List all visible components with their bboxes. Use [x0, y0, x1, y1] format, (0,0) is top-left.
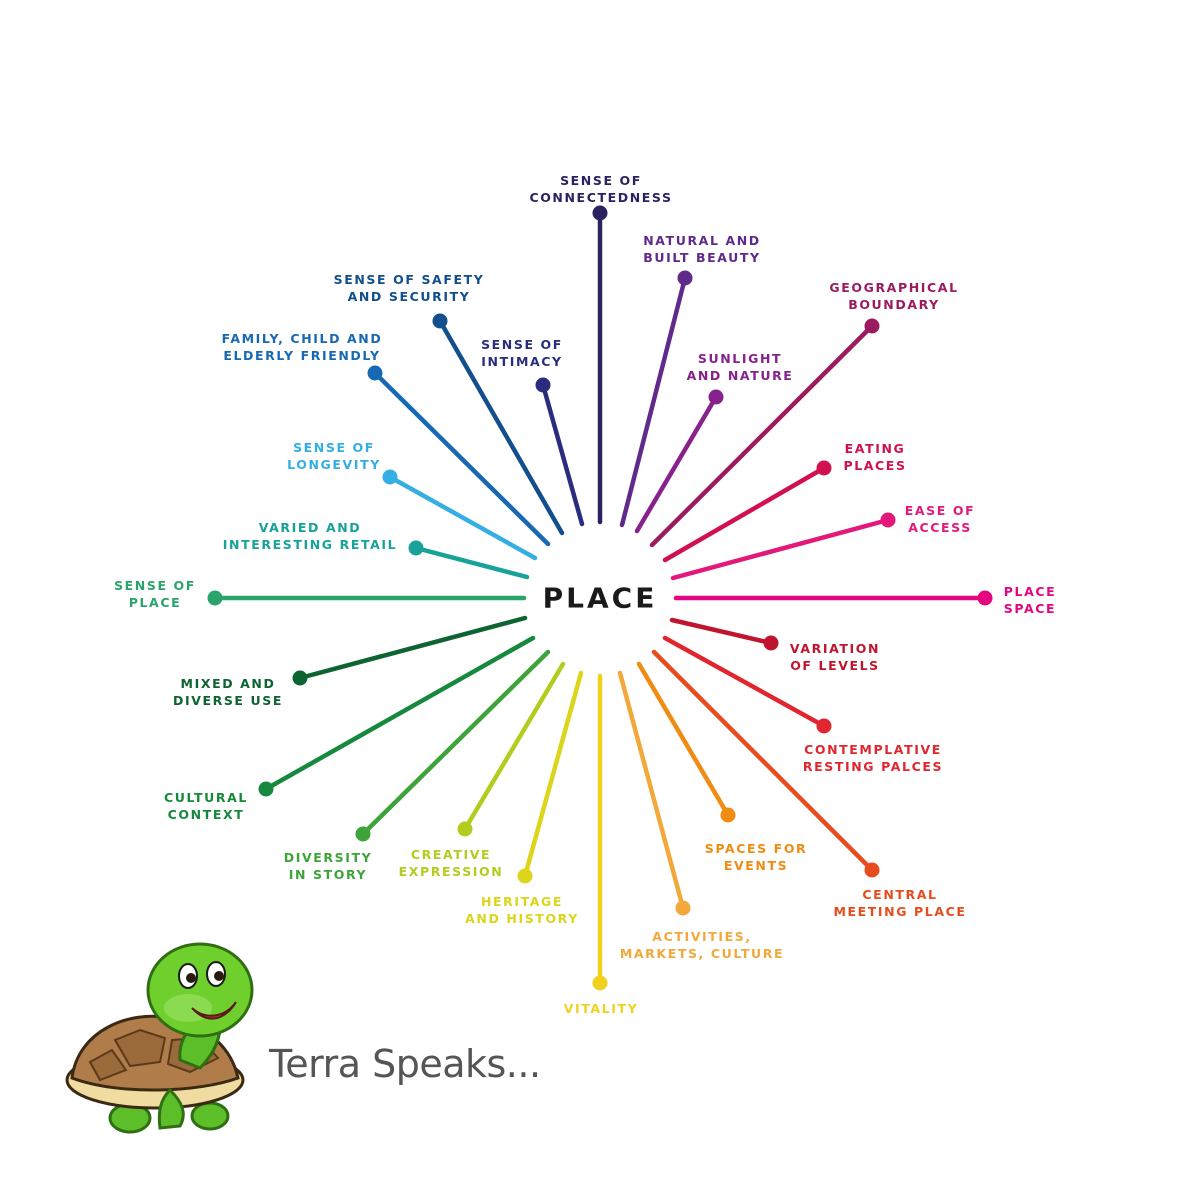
spoke-line: [670, 517, 891, 581]
spoke-line: [649, 323, 875, 548]
spoke-dot: [720, 807, 736, 823]
spoke-line: [413, 545, 530, 580]
spoke-line: [651, 649, 875, 873]
spoke-line: [662, 465, 827, 563]
spoke-dot: [517, 868, 533, 884]
spoke-line: [662, 635, 827, 729]
spoke-dot: [864, 318, 880, 334]
spoke-dot: [408, 540, 424, 556]
turtle-mascot-icon: [65, 942, 254, 1134]
spoke-label: ACTIVITIES,MARKETS, CULTURE: [619, 929, 785, 961]
spoke-line: [540, 382, 585, 527]
spoke-dot: [977, 590, 993, 606]
spoke-dot: [880, 512, 896, 528]
spoke-dot: [677, 270, 693, 286]
spoke-dot: [355, 826, 371, 842]
spoke-dot: [592, 975, 608, 991]
spoke-line: [462, 661, 566, 832]
spoke-dot: [382, 469, 398, 485]
spoke-dot: [708, 389, 724, 405]
spoke-dot: [367, 365, 383, 381]
spoke-dot: [763, 635, 779, 651]
spoke-line: [263, 635, 536, 792]
spoke-line: [297, 615, 528, 681]
spoke-dot: [816, 460, 832, 476]
spoke-dot: [457, 821, 473, 837]
spoke-label: VITALITY: [563, 1001, 639, 1016]
spoke-dot: [864, 862, 880, 878]
spoke-line: [360, 649, 551, 837]
spoke-dot: [675, 900, 691, 916]
spoke-line: [522, 670, 584, 879]
spoke-line: [636, 661, 731, 818]
spoke-dot: [816, 718, 832, 734]
center-label: PLACE: [542, 581, 658, 615]
spoke-line: [387, 474, 538, 561]
spoke-line: [372, 370, 551, 547]
spoke-line: [669, 617, 774, 646]
spoke-line: [619, 275, 688, 528]
spoke-line: [634, 394, 719, 534]
spoke-dot: [292, 670, 308, 686]
spoke-line: [617, 670, 686, 911]
spoke-line: [437, 318, 565, 536]
spoke-dot: [535, 377, 551, 393]
spoke-dot: [207, 590, 223, 606]
spoke-dot: [592, 205, 608, 221]
spoke-dot: [258, 781, 274, 797]
brand-title: Terra Speaks...: [269, 1042, 541, 1086]
spoke-dot: [432, 313, 448, 329]
